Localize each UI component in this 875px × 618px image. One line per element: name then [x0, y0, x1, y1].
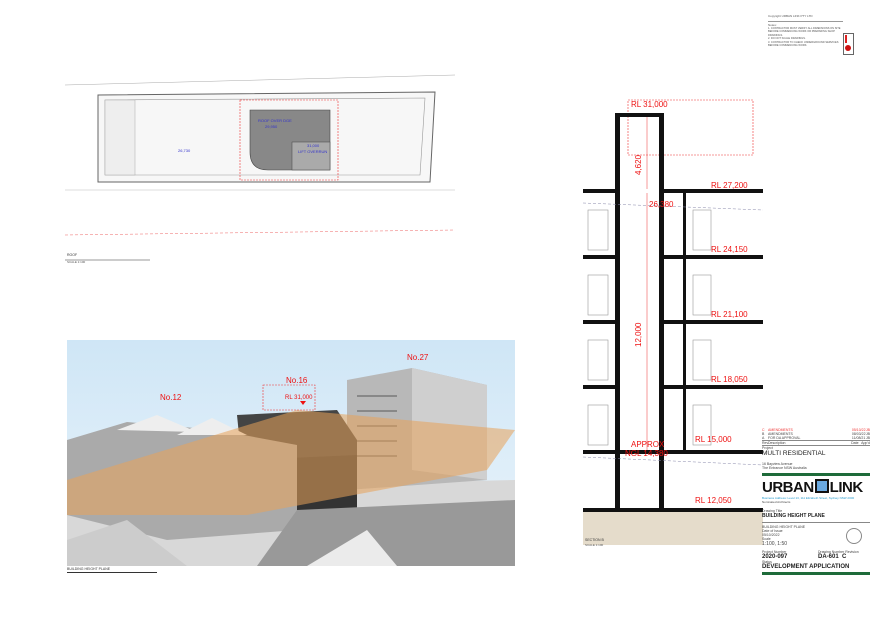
issue-date: 05/10/2022 — [762, 533, 780, 537]
notes-block: Copyright URBAN LINK PTY LTD Notes: 1. C… — [768, 14, 843, 47]
view3d-title: BUILDING HEIGHT PLANE — [67, 567, 111, 571]
north-arrow-icon — [846, 528, 862, 544]
ngl-level: NGL 14,380 — [625, 449, 668, 458]
roof-over-rl: 29,950 — [265, 124, 278, 129]
level-rl-18050: RL 18,050 — [711, 375, 748, 384]
section-title: SECTION B — [585, 538, 604, 542]
roof-plan: ROOF OVER DGE 29,950 31,000 LIFT OVERRUN… — [64, 74, 456, 261]
label-rl: RL 31,000 — [285, 395, 313, 401]
level-rl-24150: RL 24,150 — [711, 245, 748, 254]
address-line: The Entrance NSW Australia — [762, 466, 807, 470]
level-rl-15000: RL 15,000 — [695, 435, 732, 444]
project-label: Project — [762, 446, 773, 450]
spot-level: 26,730 — [178, 148, 191, 153]
label-no27: No.27 — [407, 353, 429, 362]
section-scale: SCALE 1:100 — [585, 543, 604, 547]
scale-value: 1:100, 1:50 — [762, 541, 788, 547]
note-line: 1. CONTRACTOR MUST VERIFY ALL DIMENSIONS… — [768, 27, 841, 37]
building-height-plane-3d-view: No.12 No.16 No.27 RL 31,000 — [67, 340, 515, 566]
project-number-label: Project Number — [762, 550, 787, 554]
roof-plan-title: ROOF — [67, 253, 78, 257]
drawing-number-label: Drawing Number Revision — [818, 550, 859, 554]
nominated-architects: Nominated Architects — [762, 500, 791, 504]
status-label: Status — [762, 560, 772, 564]
level-rl-31000: RL 31,000 — [631, 100, 668, 109]
label-no12: No.12 — [160, 393, 182, 402]
notes-heading: Notes: — [768, 23, 777, 27]
revision: C — [842, 554, 847, 560]
lift-overrun-label: LIFT OVERRUN — [298, 149, 327, 154]
section-b: RL 31,000 RL 27,200 RL 24,150 RL 21,100 … — [583, 99, 763, 545]
certification-stamp-icon — [843, 33, 854, 55]
label-no16: No.16 — [286, 376, 308, 385]
note-line: 3. CONTRACTOR TO CHECK UNDERGROUND SERVI… — [768, 40, 839, 48]
lift-rl: 31,000 — [307, 143, 320, 148]
ngl-approx: APPROX — [631, 440, 665, 449]
dim-12000: 12,000 — [634, 322, 643, 347]
dim-4620: 4,620 — [634, 154, 643, 175]
roof-over-label: ROOF OVER DGE — [258, 118, 292, 123]
date-label: Date of Issue — [762, 529, 783, 533]
status: DEVELOPMENT APPLICATION — [762, 564, 850, 570]
drawing-title-label: Drawing Title — [762, 509, 783, 513]
project-number: 2020-097 — [762, 554, 788, 560]
level-rl-12050: RL 12,050 — [695, 496, 732, 505]
drawing-subtitle: BUILDING HEIGHT PLANE — [762, 525, 806, 529]
company-info: Business Address: Level 13, 111 Elizabet… — [762, 496, 855, 500]
address-line: 16 Bayview Avenue — [762, 462, 793, 466]
roof-plan-scale: SCALE 1:100 — [67, 260, 86, 264]
drawing-title: BUILDING HEIGHT PLANE — [762, 513, 825, 519]
spot-26380: 26,380 — [649, 200, 674, 209]
project-name: MULTI RESIDENTIAL — [762, 450, 826, 457]
note-line: 2. DO NOT SCALE DRAWINGS. — [768, 37, 806, 41]
drawing-number: DA-601 — [818, 554, 839, 560]
level-rl-21100: RL 21,100 — [711, 310, 748, 319]
copyright: Copyright URBAN LINK PTY LTD — [768, 14, 813, 18]
scale-label: Scale — [762, 537, 771, 541]
level-rl-27200: RL 27,200 — [711, 181, 748, 190]
